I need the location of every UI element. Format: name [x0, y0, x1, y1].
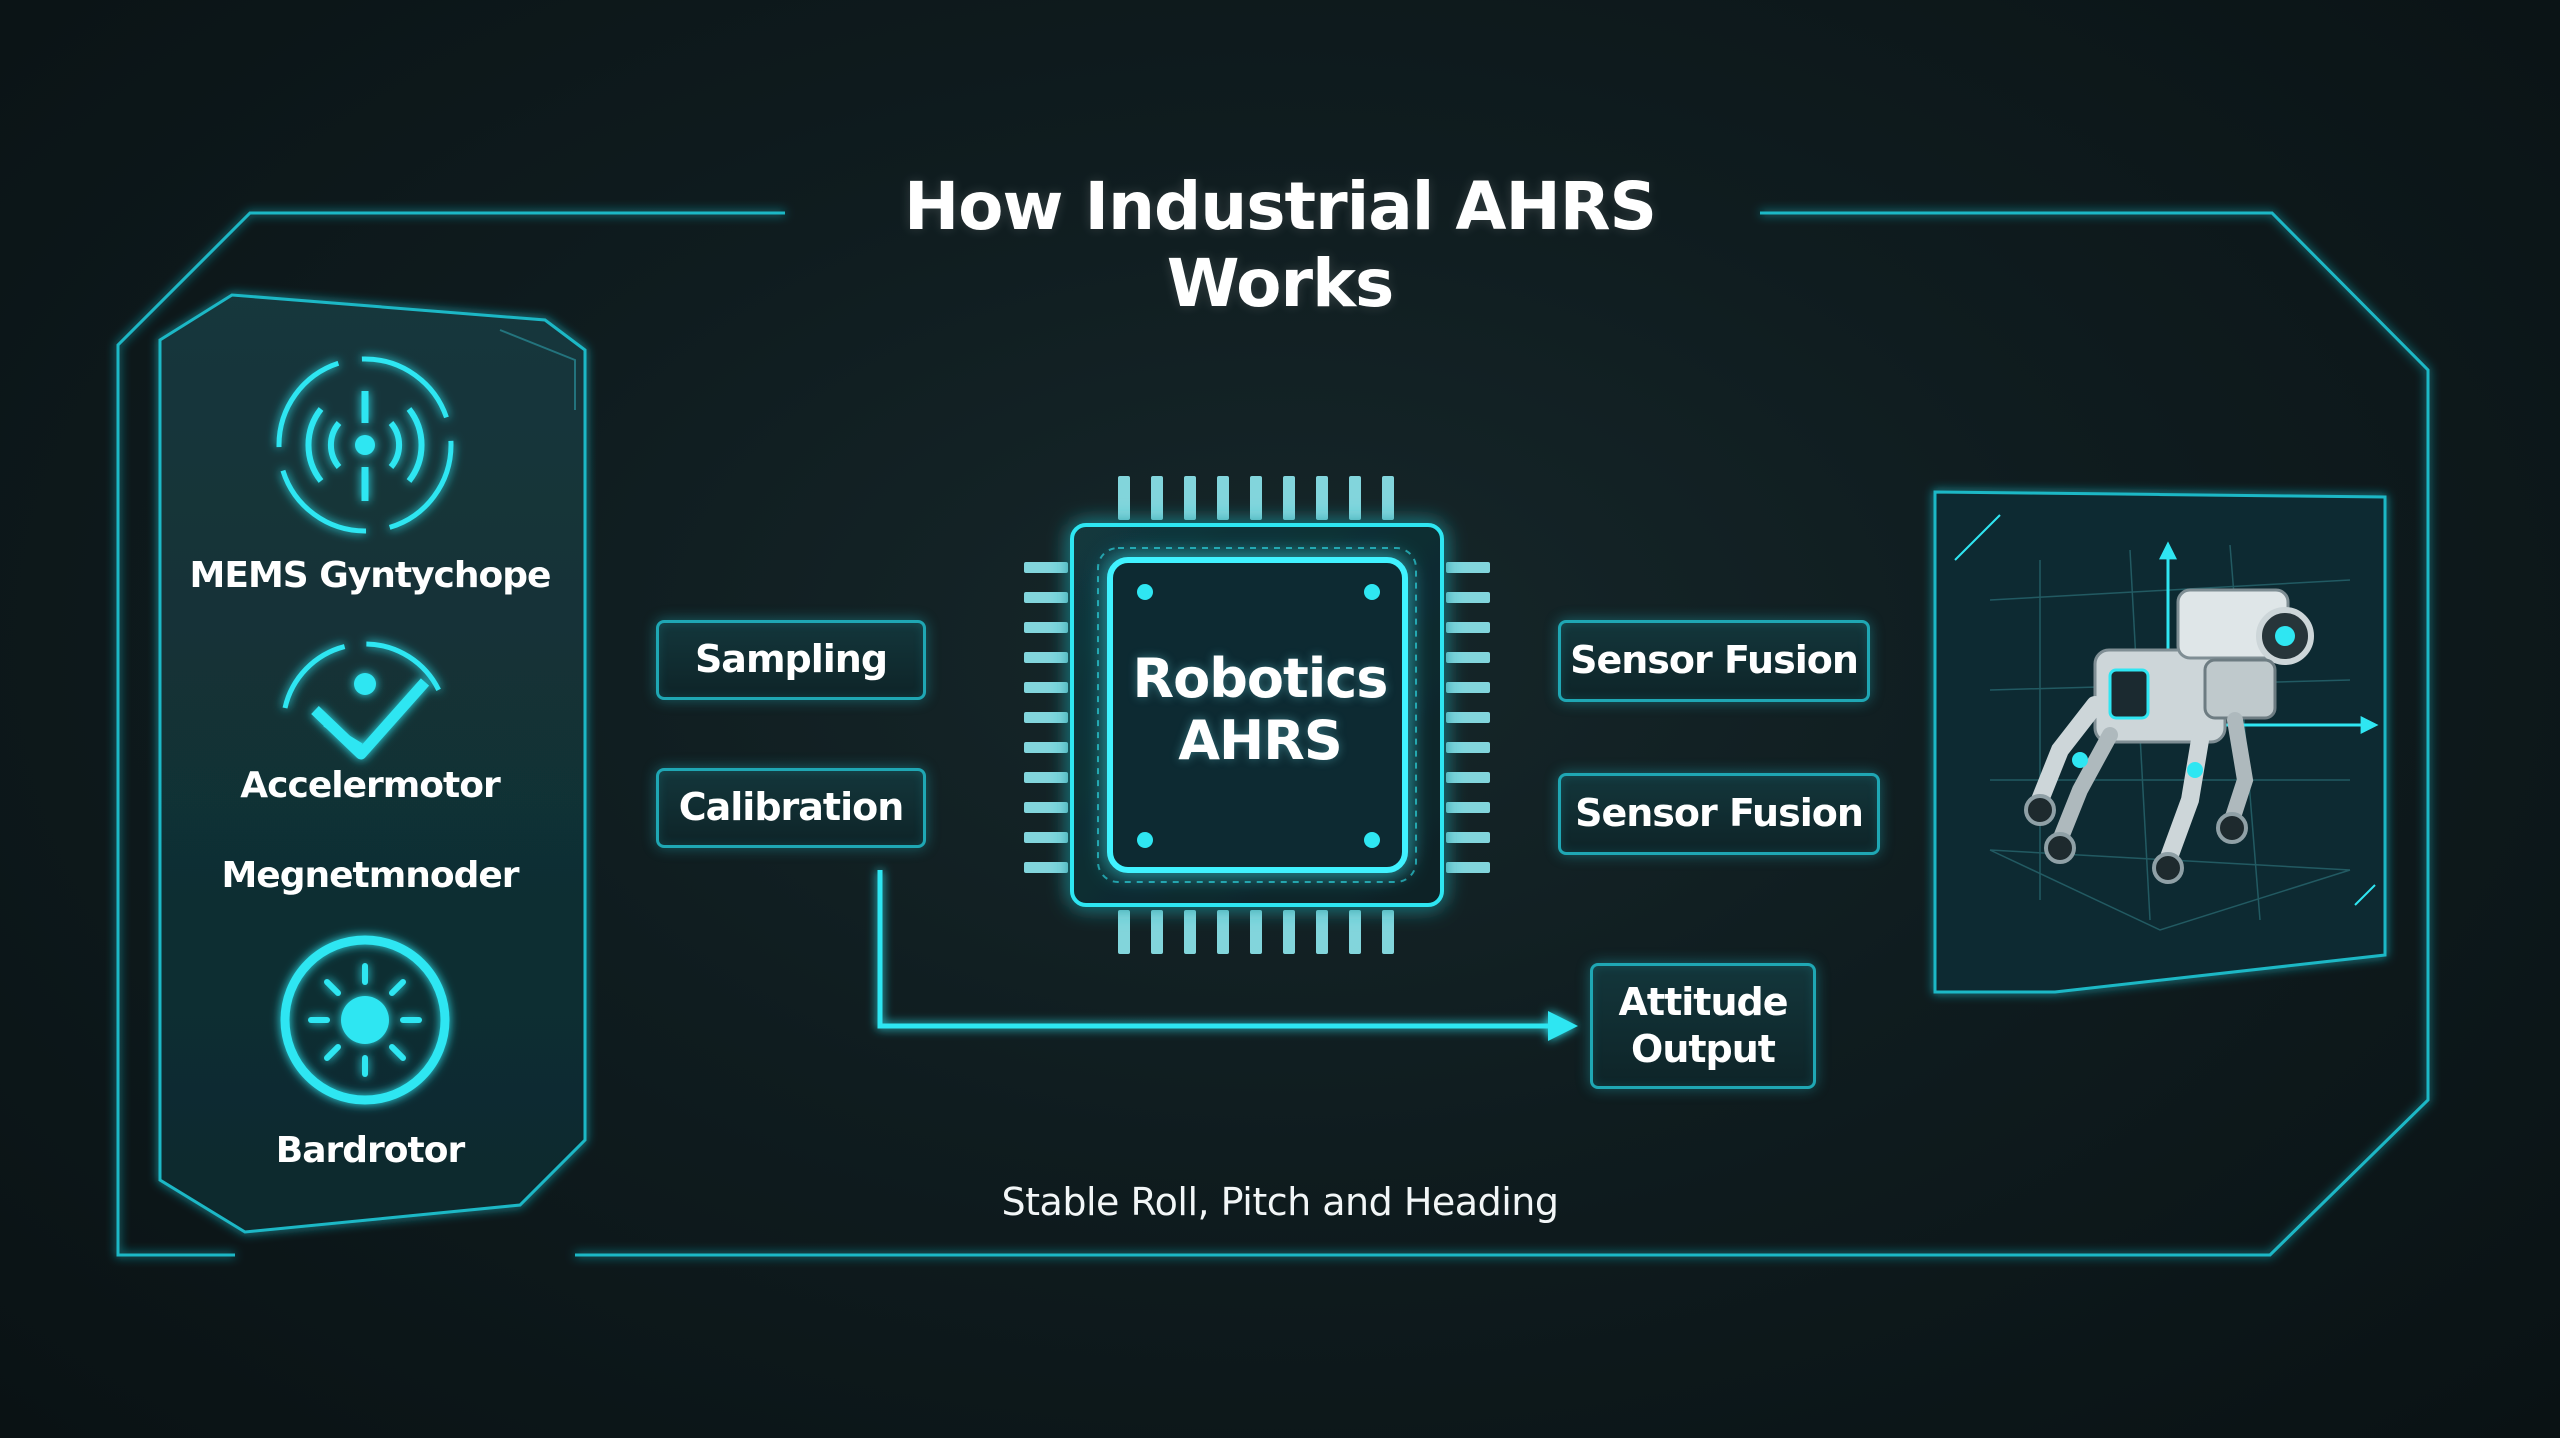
page-title: How Industrial AHRS Works: [903, 168, 1657, 322]
chip-pin: [1446, 772, 1490, 783]
chip-pin: [1250, 476, 1262, 520]
chip-pins-left: [1024, 562, 1068, 873]
chip-pin: [1024, 592, 1068, 603]
chip-pin: [1349, 910, 1361, 954]
attitude-output-line2: Output: [1631, 1027, 1776, 1071]
calibration-to-output-connector: [877, 870, 1578, 1041]
chip-pin: [1446, 682, 1490, 693]
chip-pin: [1349, 476, 1361, 520]
chip-pin: [1151, 910, 1163, 954]
chip-pin: [1184, 910, 1196, 954]
sampling-box: Sampling: [656, 620, 926, 700]
chip-pin: [1217, 476, 1229, 520]
sensor-panel: [158, 293, 587, 1234]
barometer-sun-icon: [280, 935, 450, 1105]
chip-pin: [1316, 476, 1328, 520]
chip-label: Robotics AHRS: [1100, 647, 1420, 773]
sensor-fusion-box-bottom: Sensor Fusion: [1558, 773, 1880, 855]
chip-pins-top: [1118, 476, 1394, 520]
chip-pin: [1446, 652, 1490, 663]
chip-pin: [1024, 652, 1068, 663]
chip-pin: [1024, 622, 1068, 633]
sensor-label-gyroscope: MEMS Gyntychope: [189, 555, 552, 596]
chip-pin: [1446, 742, 1490, 753]
gyroscope-signal-icon: [276, 356, 454, 534]
robot-visual-panel: [1933, 490, 2387, 994]
chip-pin: [1024, 562, 1068, 573]
sensor-label-barometer: Bardrotor: [275, 1130, 465, 1171]
attitude-output-line1: Attitude: [1618, 979, 1789, 1024]
chip-pin: [1024, 712, 1068, 723]
chip-pin: [1024, 772, 1068, 783]
caption: Stable Roll, Pitch and Heading: [1001, 1180, 1559, 1224]
chip-pin: [1382, 476, 1394, 520]
chip-pin: [1283, 910, 1295, 954]
ahrs-chip: [1024, 476, 1490, 954]
chip-pins-right: [1446, 562, 1490, 873]
chip-pin: [1446, 832, 1490, 843]
outer-frame: [116, 211, 2430, 1257]
chip-pin: [1446, 622, 1490, 633]
chip-pin: [1446, 592, 1490, 603]
calibration-box: Calibration: [656, 768, 926, 848]
chip-label-line2: AHRS: [1178, 709, 1342, 773]
chip-pin: [1382, 910, 1394, 954]
chip-pin: [1184, 476, 1196, 520]
sensor-label-accelerometer: Accelermotor: [240, 765, 500, 806]
chip-pin: [1283, 476, 1295, 520]
chip-pin: [1446, 862, 1490, 873]
chip-pin: [1446, 562, 1490, 573]
chip-label-line1: Robotics: [1132, 647, 1389, 710]
sensor-label-magnetometer: Megnetmnoder: [221, 855, 519, 896]
chip-pin: [1024, 862, 1068, 873]
chip-pin: [1118, 910, 1130, 954]
chip-pin: [1024, 802, 1068, 813]
accelerometer-check-icon: [282, 641, 448, 760]
chip-pin: [1024, 742, 1068, 753]
chip-pin: [1118, 476, 1130, 520]
chip-pin: [1250, 910, 1262, 954]
robot-illustration: [2024, 588, 2314, 884]
chip-pin: [1217, 910, 1229, 954]
chip-pin: [1316, 910, 1328, 954]
chip-pin: [1446, 712, 1490, 723]
sensor-fusion-box-top: Sensor Fusion: [1558, 620, 1870, 702]
chip-pin: [1151, 476, 1163, 520]
chip-pin: [1024, 832, 1068, 843]
chip-pin: [1446, 802, 1490, 813]
chip-pins-bottom: [1118, 910, 1394, 954]
chip-pin: [1024, 682, 1068, 693]
attitude-output-box: Attitude Output: [1590, 963, 1816, 1089]
